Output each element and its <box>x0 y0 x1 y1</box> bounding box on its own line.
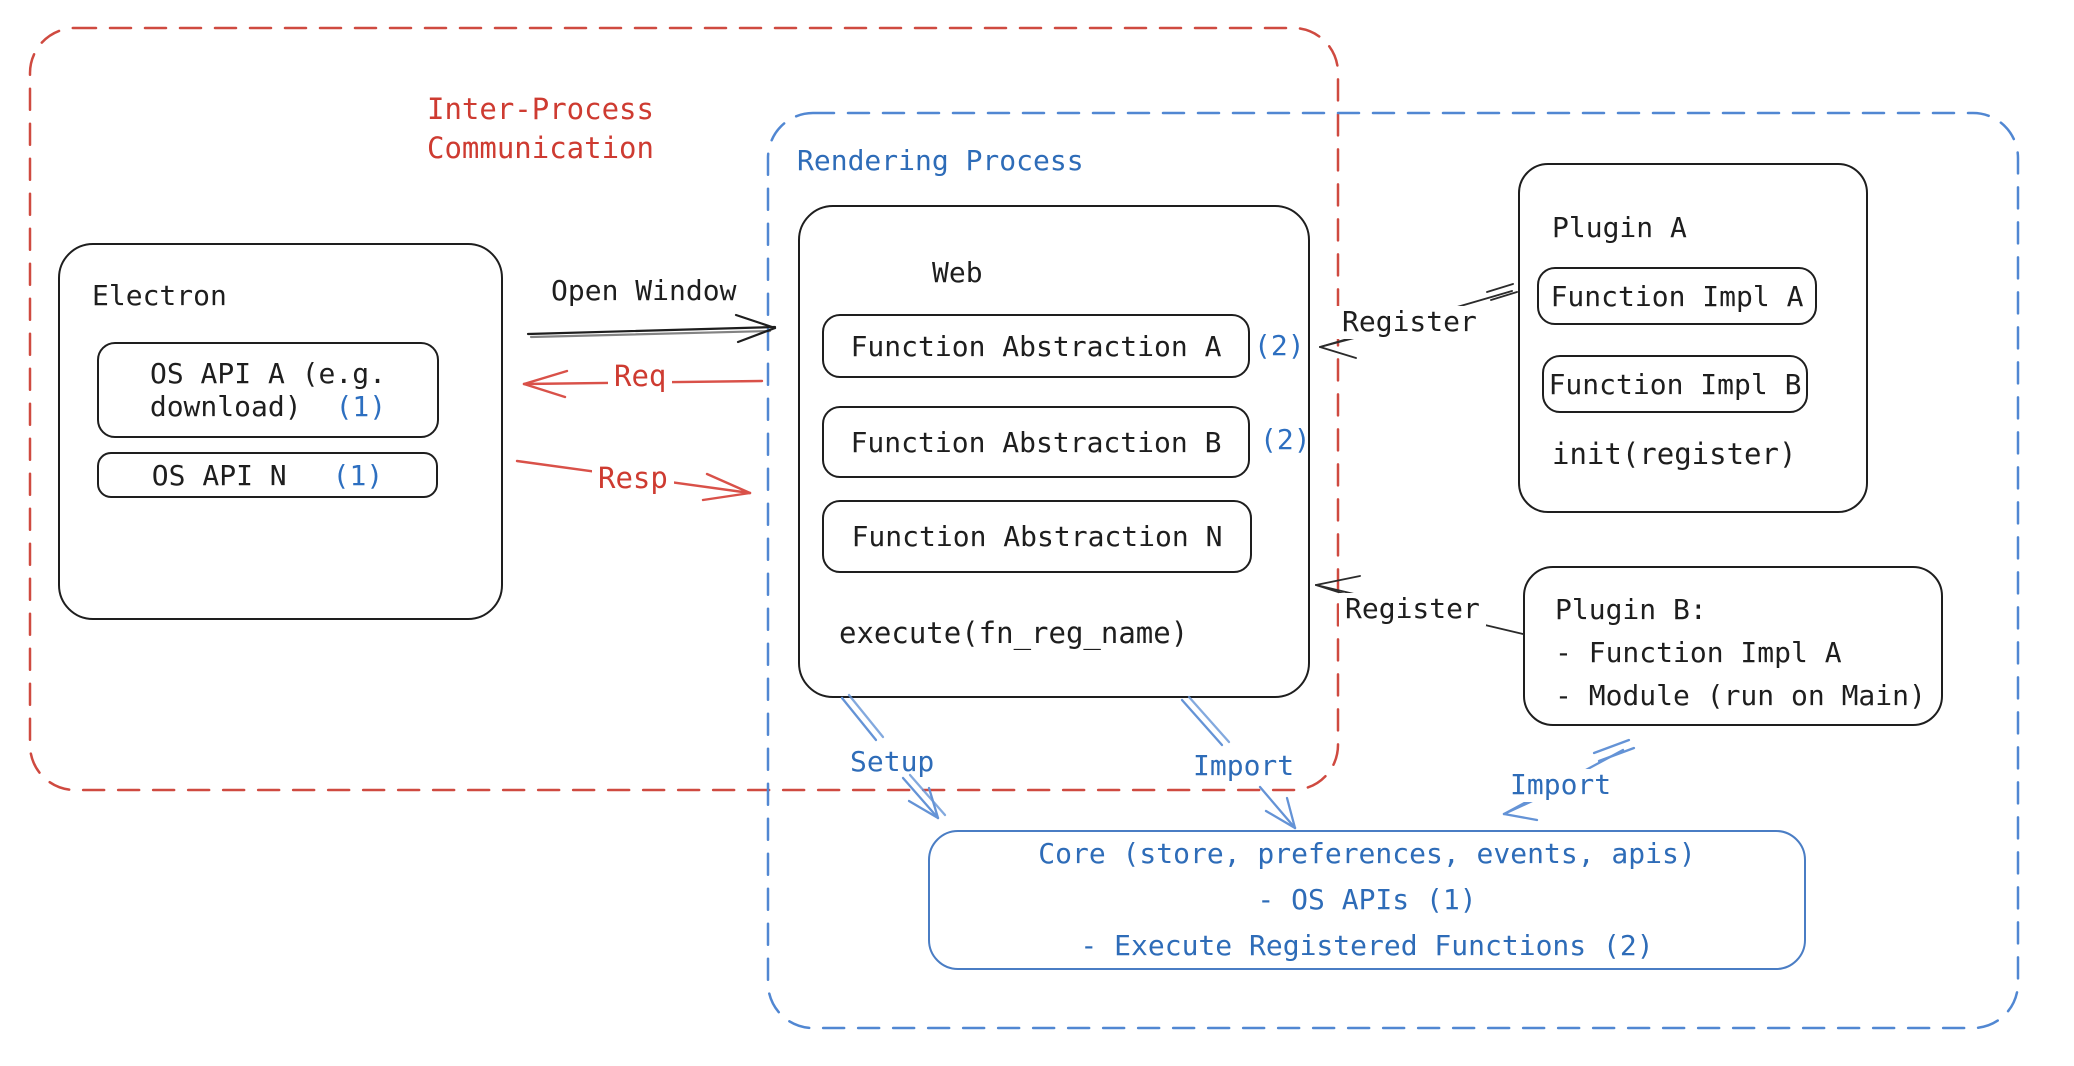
os-api-a-line2: download) (1) <box>149 390 387 423</box>
plugin-a-title: Plugin A <box>1552 211 1687 244</box>
core-line2: - OS APIs (1) <box>1257 883 1477 916</box>
os-api-a-badge: (1) <box>335 390 387 423</box>
execute-text: execute(fn_reg_name) <box>839 616 1189 650</box>
import-web-label: Import <box>1193 749 1295 782</box>
plugin-b-item1: - Function Impl A <box>1555 636 1842 669</box>
core-line3: - Execute Registered Functions (2) <box>1080 929 1654 962</box>
plugin-b-title: Plugin B: <box>1555 593 1707 626</box>
os-api-a-box: OS API A (e.g. download) (1) <box>97 342 439 438</box>
req-label: Req <box>608 360 673 394</box>
function-impl-a-box: Function Impl A <box>1537 267 1817 325</box>
function-abstraction-b-box: Function Abstraction B <box>822 406 1250 478</box>
register-top-label: Register <box>1336 306 1483 339</box>
os-api-a-line1: OS API A (e.g. <box>149 357 386 390</box>
import-plugin-label: Import <box>1504 769 1618 802</box>
plugin-b-item2: - Module (run on Main) <box>1555 679 1926 712</box>
os-api-n-line: OS API N (1) <box>151 458 384 492</box>
core-box: Core (store, preferences, events, apis) … <box>928 830 1806 970</box>
os-api-n-box: OS API N (1) <box>97 452 438 498</box>
function-abstraction-n-box: Function Abstraction N <box>822 500 1252 573</box>
init-register-text: init(register) <box>1552 437 1797 471</box>
function-abstraction-a-badge: (2) <box>1254 329 1305 362</box>
electron-title: Electron <box>92 279 227 312</box>
register-bottom-label: Register <box>1339 593 1486 626</box>
core-line1: Core (store, preferences, events, apis) <box>1038 837 1696 870</box>
function-abstraction-b-badge: (2) <box>1260 423 1311 456</box>
function-impl-b-box: Function Impl B <box>1542 355 1808 413</box>
open-window-label: Open Window <box>551 274 737 307</box>
function-abstraction-a-box: Function Abstraction A <box>822 314 1250 378</box>
open-window-arrow <box>526 313 777 344</box>
os-api-n-badge: (1) <box>332 458 384 492</box>
web-title: Web <box>932 256 983 289</box>
setup-label: Setup <box>850 745 935 778</box>
resp-label: Resp <box>592 462 674 496</box>
rendering-region-label: Rendering Process <box>797 144 1084 177</box>
plugin-b-content: Plugin B: - Function Impl A - Module (run … <box>1555 588 1926 717</box>
